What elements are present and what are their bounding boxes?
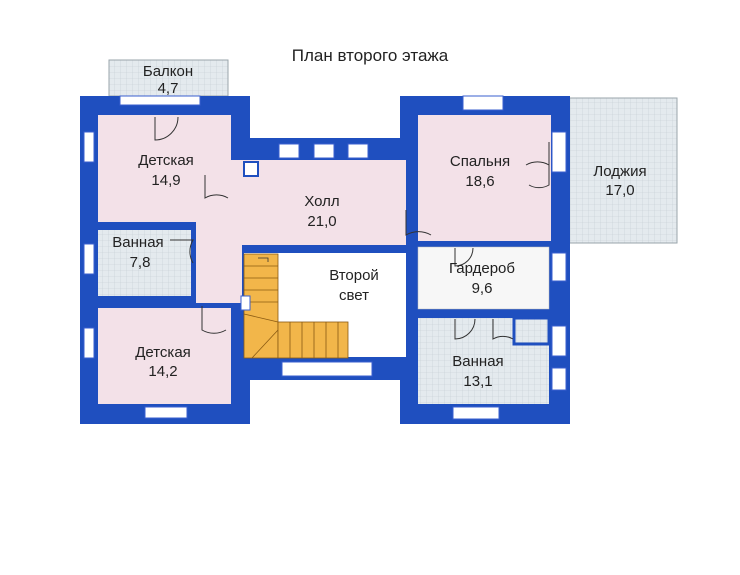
doors — [154, 116, 550, 340]
kids-room-1-name: Детская — [138, 152, 194, 169]
bathroom-1 — [98, 230, 191, 296]
hall-corridor — [196, 200, 242, 303]
bedroom-name: Спальня — [450, 153, 510, 170]
kids-room-2-name: Детская — [135, 344, 191, 361]
bathroom-1-name: Ванная — [112, 234, 163, 251]
kids-room-2-area: 14,2 — [148, 363, 177, 380]
second-light-line2: свет — [339, 287, 369, 304]
wardrobe-room — [417, 246, 550, 310]
wardrobe-name: Гардероб — [449, 260, 515, 277]
bedroom-room — [418, 115, 551, 241]
hall-area: 21,0 — [307, 213, 336, 230]
loggia-name: Лоджия — [593, 163, 646, 180]
bathroom-1-area: 7,8 — [130, 254, 151, 271]
bathroom-2-area: 13,1 — [463, 373, 492, 390]
bathroom-2-name: Ванная — [452, 353, 503, 370]
balcony-area-label: 4,7 — [158, 80, 179, 97]
loggia-area — [567, 97, 678, 244]
loggia-area-label: 17,0 — [605, 182, 634, 199]
column — [243, 161, 259, 177]
balcony-area — [108, 59, 229, 97]
kids-room-1-area: 14,9 — [151, 172, 180, 189]
bedroom-area: 18,6 — [465, 173, 494, 190]
wardrobe-area: 9,6 — [472, 280, 493, 297]
hall-name: Холл — [304, 193, 339, 210]
kids-room-2 — [98, 308, 231, 404]
plan-title: План второго этажа — [292, 46, 449, 65]
balcony-name: Балкон — [143, 63, 193, 80]
windows — [83, 95, 567, 420]
second-light-line1: Второй — [329, 267, 379, 284]
bathroom-2-closet — [512, 316, 551, 346]
